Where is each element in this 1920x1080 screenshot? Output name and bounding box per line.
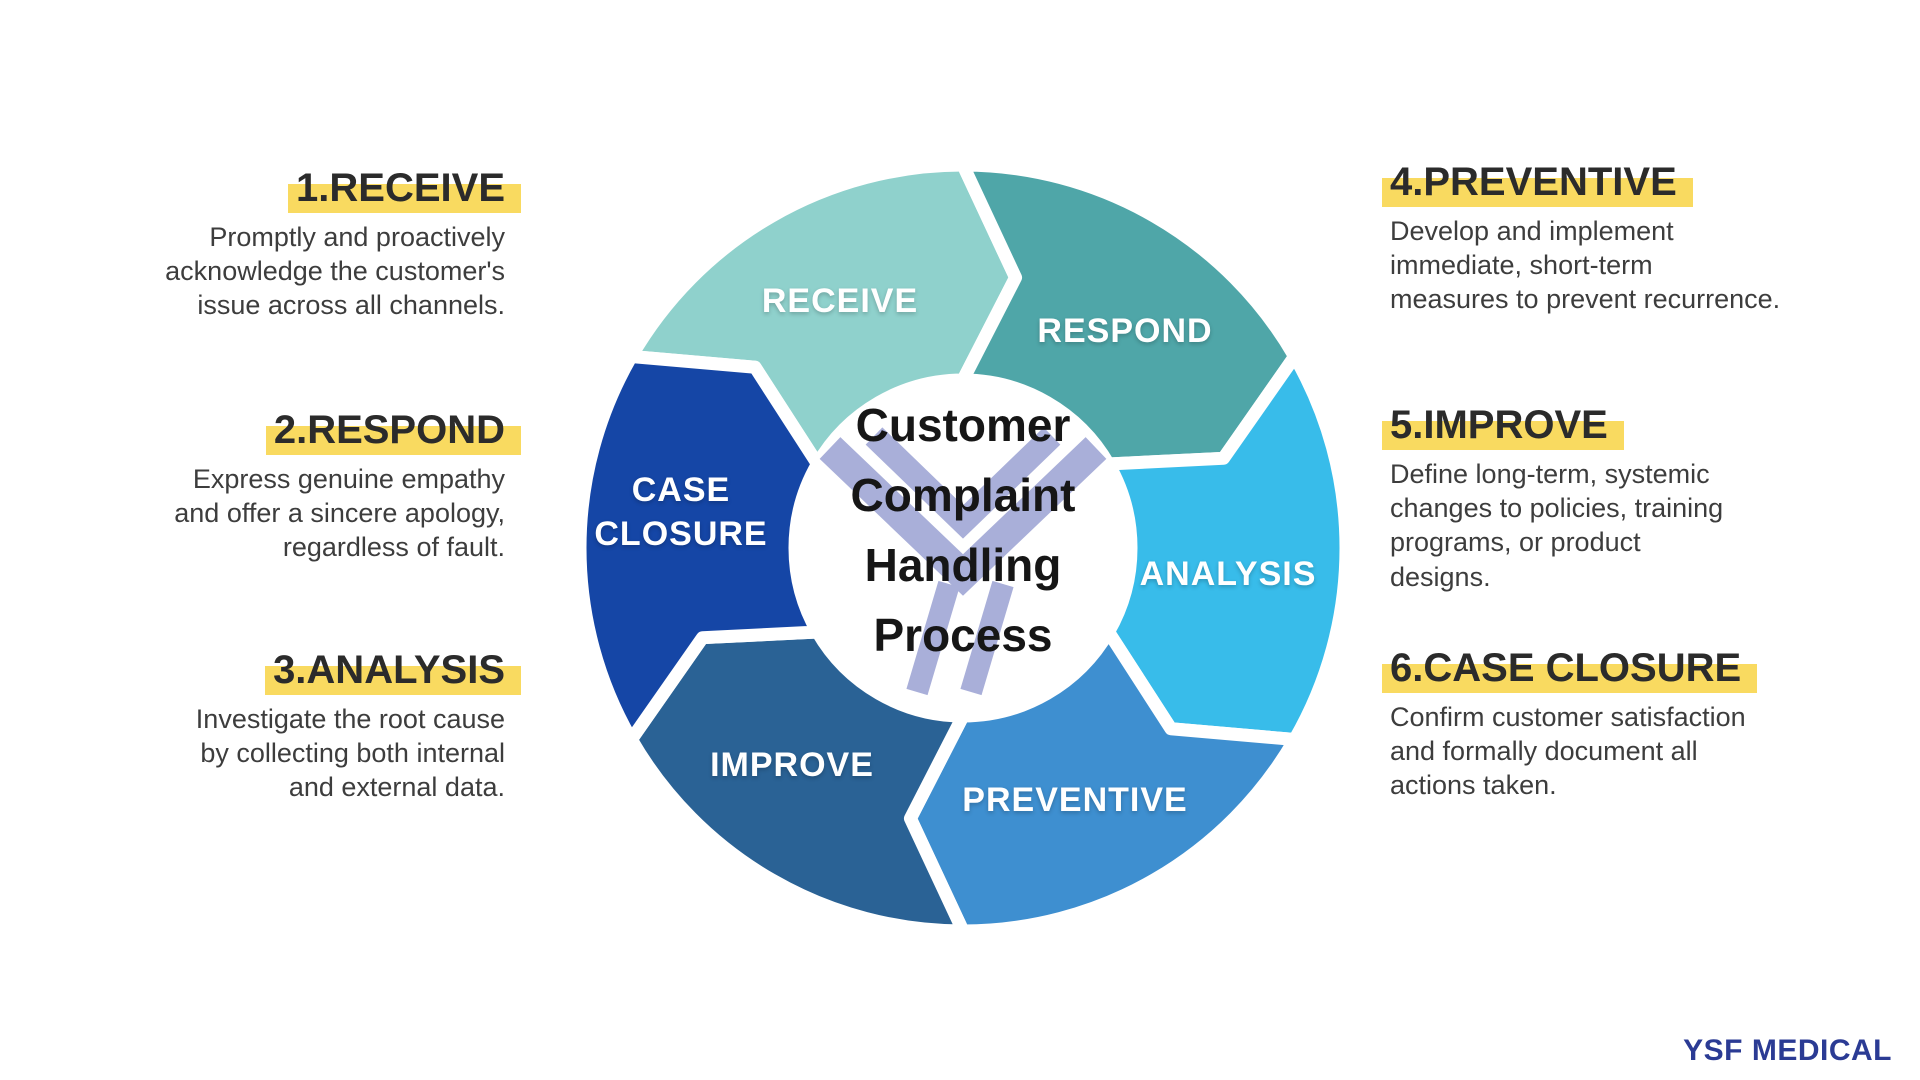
step-body-respond: Express genuine empathy and offer a sinc… bbox=[174, 463, 505, 563]
step-block-respond: 2.RESPOND Express genuine empathy and of… bbox=[75, 408, 522, 565]
brand-logo-text: YSF MEDICAL bbox=[1683, 1034, 1892, 1067]
step-body-analysis: Investigate the root cause by collecting… bbox=[195, 703, 505, 803]
step-title-case-closure: 6.CASE CLOSURE bbox=[1381, 646, 1758, 694]
step-block-receive: 1.RECEIVE Promptly and proactively ackno… bbox=[75, 166, 521, 323]
segment-label-preventive: PREVENTIVE bbox=[962, 780, 1188, 819]
segment-label-analysis: ANALYSIS bbox=[1139, 554, 1317, 593]
segment-label-improve: IMPROVE bbox=[710, 745, 874, 784]
step-title-preventive: 4.PREVENTIVE bbox=[1382, 160, 1693, 208]
step-title-respond: 2.RESPOND bbox=[265, 408, 522, 456]
step-title-receive: 1.RECEIVE bbox=[288, 166, 521, 214]
step-block-preventive: 4.PREVENTIVE Develop and implement immed… bbox=[1382, 160, 1860, 317]
step-block-case-closure: 6.CASE CLOSURE Confirm customer satisfac… bbox=[1381, 646, 1860, 803]
step-body-receive: Promptly and proactively acknowledge the… bbox=[165, 221, 505, 321]
ysf-logo-watermark-icon bbox=[819, 427, 1107, 696]
segment-label-respond: RESPOND bbox=[1037, 311, 1213, 350]
step-block-analysis: 3.ANALYSIS Investigate the root cause by… bbox=[75, 648, 521, 805]
step-body-preventive: Develop and implement immediate, short-t… bbox=[1390, 215, 1781, 315]
segment-label-case-closure: CASE CLOSURE bbox=[594, 470, 768, 553]
center-circle bbox=[791, 376, 1135, 720]
segment-label-receive: RECEIVE bbox=[761, 281, 919, 320]
step-body-improve: Define long-term, systemic changes to po… bbox=[1390, 458, 1724, 592]
step-title-analysis: 3.ANALYSIS bbox=[265, 648, 521, 696]
step-body-case-closure: Confirm customer satisfaction and formal… bbox=[1390, 701, 1746, 801]
step-title-improve: 5.IMPROVE bbox=[1382, 403, 1624, 451]
step-block-improve: 5.IMPROVE Define long-term, systemic cha… bbox=[1382, 403, 1860, 594]
diagram-title: Customer Complaint Handling Process bbox=[850, 399, 1076, 661]
